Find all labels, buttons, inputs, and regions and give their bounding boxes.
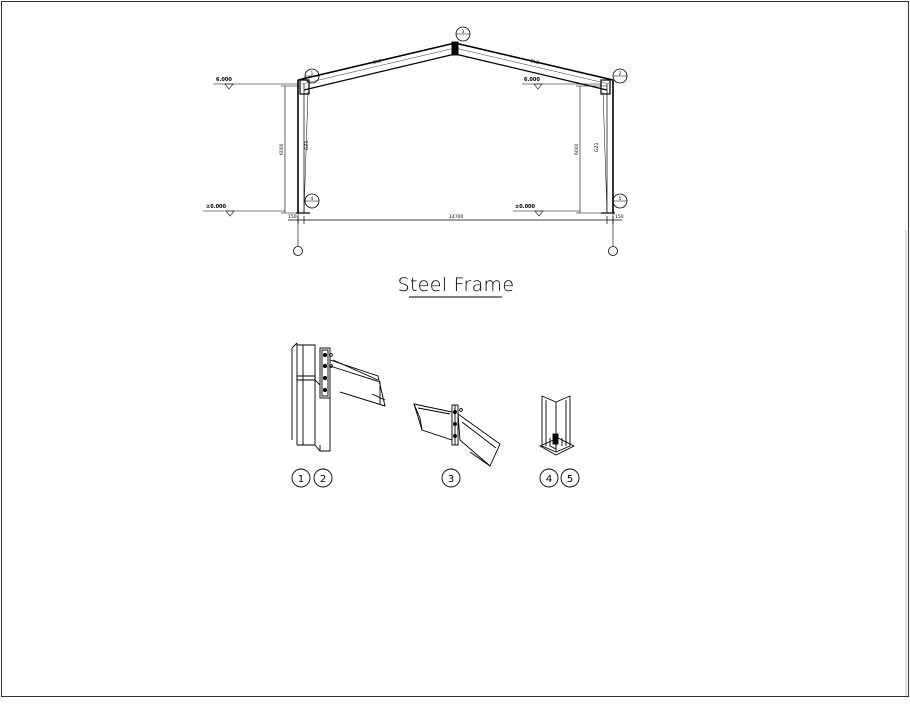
detail-callout-3-label: 3 xyxy=(448,474,454,485)
level-marker-ground-left xyxy=(203,210,285,217)
dimension-label-span: 14700 xyxy=(449,214,463,220)
node-callout-1-label: 1 xyxy=(311,71,314,77)
detail-callout-4-label: 4 xyxy=(546,474,552,485)
node-callout-5 xyxy=(612,193,628,209)
knee-joint-left xyxy=(299,79,310,95)
detail-column-base xyxy=(538,395,576,456)
member-label-rafter-right: GL2 xyxy=(530,58,540,66)
detail-callout-2-label: 2 xyxy=(320,474,326,485)
member-label-column-right: GZ1 xyxy=(594,142,600,152)
node-callout-1 xyxy=(304,68,320,84)
ridge-plate xyxy=(451,41,459,56)
detail-ridge-joint xyxy=(413,403,501,467)
dimension-label-height-left: 6000 xyxy=(279,143,285,155)
height-dimension-left xyxy=(281,85,298,214)
level-label-eave-left: 6.000 xyxy=(216,77,232,83)
level-label-ground-right: ±0.000 xyxy=(515,204,536,210)
node-callout-4-label: 4 xyxy=(311,196,314,202)
detail-callout-2 xyxy=(313,468,333,488)
level-label-eave-right: 6.000 xyxy=(524,77,540,83)
detail-callout-5 xyxy=(560,468,580,488)
frame-elevation xyxy=(203,26,628,256)
node-callout-5-label: 5 xyxy=(619,196,622,202)
column-right xyxy=(601,80,615,214)
detail-callout-1 xyxy=(291,468,311,488)
level-label-ground-left: ±0.000 xyxy=(206,204,227,210)
detail-knee-joint xyxy=(291,342,386,452)
drawing-title: Steel Frame xyxy=(398,274,515,296)
grid-bubble-right xyxy=(608,246,618,256)
node-callout-3-label: 3 xyxy=(462,29,465,35)
dimension-label-offset-left: 150 xyxy=(288,214,297,220)
column-left xyxy=(296,80,310,214)
dimension-label-offset-right: 150 xyxy=(615,214,624,220)
node-callout-4 xyxy=(304,193,320,209)
height-dimension-right xyxy=(576,85,607,214)
node-callout-3 xyxy=(455,26,471,42)
level-marker-eave-left xyxy=(213,83,298,90)
grid-bubble-left xyxy=(293,246,303,256)
detail-callout-5-label: 5 xyxy=(567,474,573,485)
rafter-left xyxy=(297,42,456,91)
node-callout-2 xyxy=(612,68,628,84)
dimension-label-height-right: 6000 xyxy=(574,143,580,155)
member-label-column-left: GZ1 xyxy=(304,140,310,150)
member-label-rafter-left: GL1 xyxy=(372,58,382,66)
detail-callout-4 xyxy=(539,468,559,488)
level-marker-eave-right xyxy=(522,83,601,90)
node-callout-2-label: 2 xyxy=(619,71,622,77)
level-marker-ground-right xyxy=(513,210,580,217)
knee-joint-right xyxy=(600,79,611,95)
detail-callout-3 xyxy=(441,468,461,488)
detail-callout-1-label: 1 xyxy=(298,474,304,485)
